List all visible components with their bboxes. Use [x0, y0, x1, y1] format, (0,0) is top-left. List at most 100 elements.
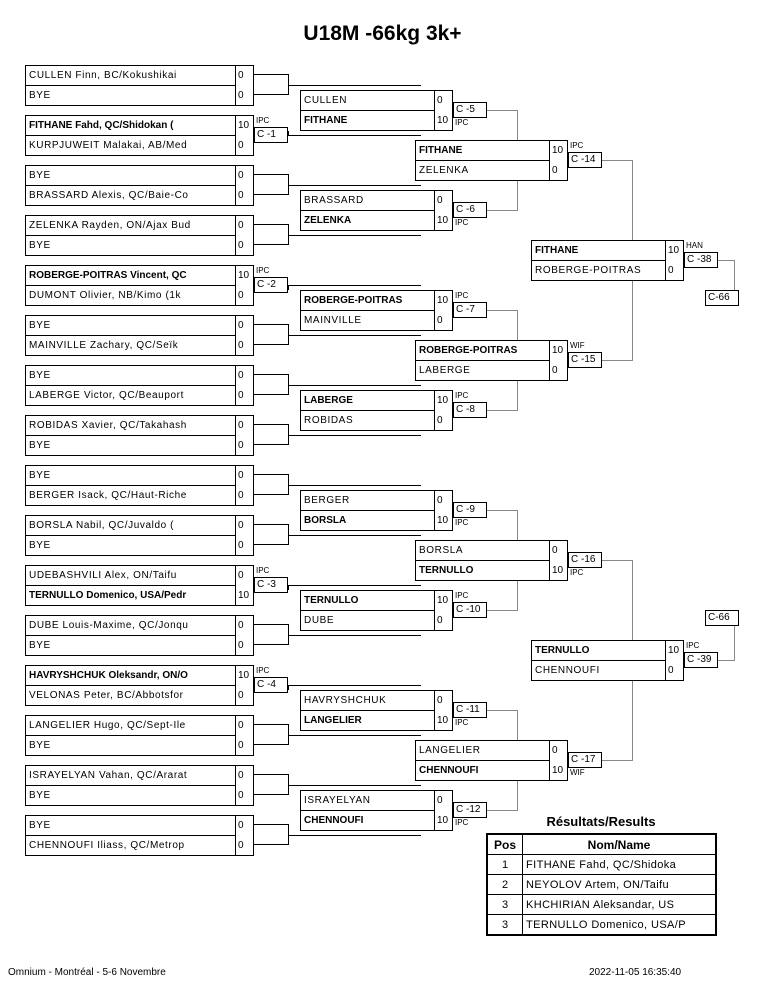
next-match-code[interactable]: C-66	[705, 610, 739, 626]
score-value: 10	[552, 765, 564, 776]
connector-line	[602, 160, 632, 161]
competitor-name: BYE	[29, 440, 51, 451]
connector-line	[288, 685, 421, 686]
match-code[interactable]: C -17	[568, 752, 602, 768]
competitor-name: ISRAYELYAN Vahan, QC/Ararat	[26, 766, 235, 786]
score-value: 0	[437, 495, 443, 506]
match-code[interactable]: C -5	[453, 102, 487, 118]
match-code[interactable]: C -38	[684, 252, 718, 268]
win-method-note: IPC	[570, 141, 584, 150]
connector-line	[487, 710, 517, 711]
competitor-name: ISRAYELYAN	[301, 791, 434, 811]
connector-line	[254, 794, 288, 795]
competitor-name: BRASSARD Alexis, QC/Baie-Co	[29, 190, 189, 201]
match-code[interactable]: C -9	[453, 502, 487, 518]
match-code[interactable]: C -16	[568, 552, 602, 568]
match-code[interactable]: C -1	[254, 127, 288, 143]
competitor-name: LANGELIER Hugo, QC/Sept-Ile	[26, 716, 235, 736]
results-pos: 3	[486, 894, 523, 915]
match-code[interactable]: C -6	[453, 202, 487, 218]
score-value: 0	[238, 470, 244, 481]
match-code[interactable]: C -8	[453, 402, 487, 418]
match-code[interactable]: C -12	[453, 802, 487, 818]
competitor-name: TERNULLO	[532, 641, 665, 661]
connector-line	[254, 724, 288, 725]
results-pos: 3	[486, 914, 523, 936]
connector-line	[288, 485, 289, 490]
match-code[interactable]: C -15	[568, 352, 602, 368]
match-code[interactable]: C -11	[453, 702, 487, 718]
next-match-code[interactable]: C-66	[705, 290, 739, 306]
connector-line	[254, 194, 288, 195]
connector-line	[254, 844, 288, 845]
score-value: 10	[238, 120, 250, 131]
score-value: 0	[437, 615, 443, 626]
competitor-name: UDEBASHVILI Alex, ON/Taifu	[26, 566, 235, 586]
competitor-name: BYE	[26, 816, 235, 836]
connector-line	[288, 131, 289, 136]
connector-line	[254, 74, 288, 75]
score-value: 10	[552, 565, 564, 576]
score-value: 0	[238, 190, 244, 201]
win-method-note: IPC	[256, 566, 270, 575]
match-box[interactable]: FITHANE Fahd, QC/Shidokan (KURPJUWEIT Ma…	[25, 115, 254, 156]
footer-timestamp: 2022-11-05 16:35:40	[589, 967, 682, 978]
connector-line	[487, 810, 517, 811]
connector-line	[288, 835, 421, 836]
connector-line	[602, 560, 632, 561]
connector-line	[288, 731, 289, 736]
match-code[interactable]: C -14	[568, 152, 602, 168]
match-code[interactable]: C -3	[254, 577, 288, 593]
score-value: 0	[437, 695, 443, 706]
match-code[interactable]: C -4	[254, 677, 288, 693]
results-name: NEYOLOV Artem, ON/Taifu	[522, 874, 717, 895]
connector-line	[487, 410, 517, 411]
match-code[interactable]: C -39	[684, 652, 718, 668]
match-code[interactable]: C -7	[453, 302, 487, 318]
match-code[interactable]: C -10	[453, 602, 487, 618]
connector-line	[288, 831, 289, 836]
win-method-note: IPC	[256, 116, 270, 125]
match-code[interactable]: C -2	[254, 277, 288, 293]
score-value: 0	[238, 540, 244, 551]
connector-line	[288, 785, 421, 786]
connector-line	[288, 385, 421, 386]
